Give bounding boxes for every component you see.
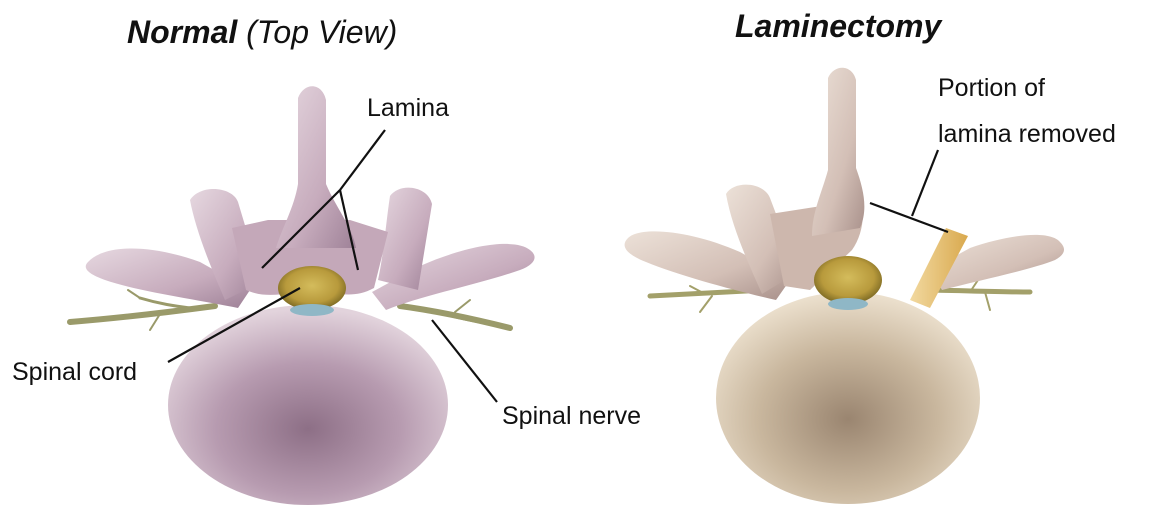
laminectomy-vertebral-body: [716, 292, 980, 504]
portion-removed-leader: [912, 150, 938, 216]
normal-canal-fluid: [290, 304, 334, 316]
portion-removed-label-line1: Portion of: [938, 70, 1045, 106]
normal-spinous-process: [276, 86, 356, 248]
laminectomy-canal-fluid: [828, 298, 868, 310]
laminectomy-title-text: Laminectomy: [735, 8, 941, 44]
spinal-nerve-label: Spinal nerve: [502, 398, 641, 434]
laminectomy-spinous-process: [812, 68, 864, 236]
portion-removed-label-line2: lamina removed: [938, 116, 1116, 152]
normal-vertebral-body: [168, 305, 448, 505]
normal-spinal-cord: [278, 266, 346, 310]
normal-title: Normal (Top View): [127, 14, 397, 51]
laminectomy-title: Laminectomy: [735, 8, 941, 45]
portion-removed-span: [870, 203, 948, 232]
lamina-leader-main: [340, 130, 385, 190]
lamina-label: Lamina: [367, 90, 449, 126]
normal-title-italic: (Top View): [246, 14, 397, 50]
normal-title-bold: Normal: [127, 14, 237, 50]
spinal-cord-label: Spinal cord: [12, 354, 137, 390]
normal-vertebra: [70, 86, 535, 505]
laminectomy-spinal-cord: [814, 256, 882, 304]
